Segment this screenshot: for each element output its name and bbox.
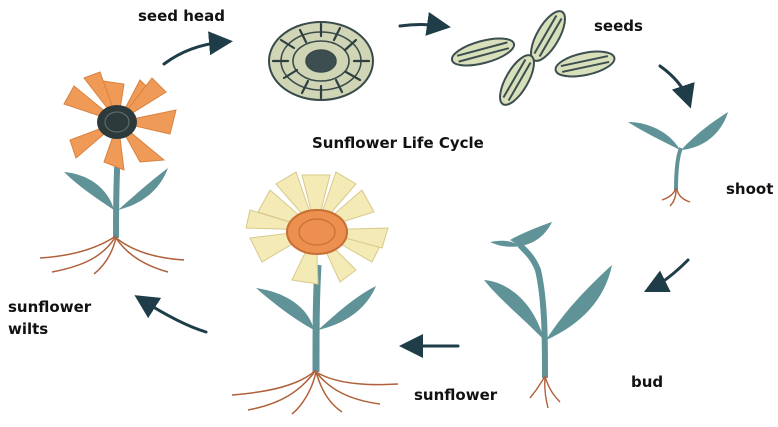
cycle-arrows xyxy=(142,25,688,347)
sunflower-illustration xyxy=(232,172,398,414)
seed-head-illustration xyxy=(269,22,373,100)
seed xyxy=(553,47,616,81)
arrow-to-bud xyxy=(652,260,688,288)
label-seed-head: seed head xyxy=(138,5,225,27)
label-wilts-line-1: sunflower xyxy=(8,296,91,318)
bud-illustration xyxy=(484,222,612,408)
arrow-to-seeds xyxy=(400,25,442,27)
label-bud: bud xyxy=(631,371,663,393)
seeds-illustration xyxy=(449,6,616,109)
arrow-to-seed-head xyxy=(164,42,224,64)
label-shoot: shoot xyxy=(726,178,773,200)
diagram-title: Sunflower Life Cycle xyxy=(312,132,484,154)
label-wilts-line-2: wilts xyxy=(8,318,91,340)
seed xyxy=(449,33,517,71)
arrow-to-shoot xyxy=(660,66,688,100)
shoot-illustration xyxy=(628,112,728,206)
seed xyxy=(493,50,540,109)
label-seeds: seeds xyxy=(594,15,643,37)
label-sunflower-wilts: sunflower wilts xyxy=(8,296,91,340)
arrow-to-wilts xyxy=(142,300,206,332)
label-sunflower: sunflower xyxy=(414,384,497,406)
wilting-sunflower-illustration xyxy=(40,72,184,274)
